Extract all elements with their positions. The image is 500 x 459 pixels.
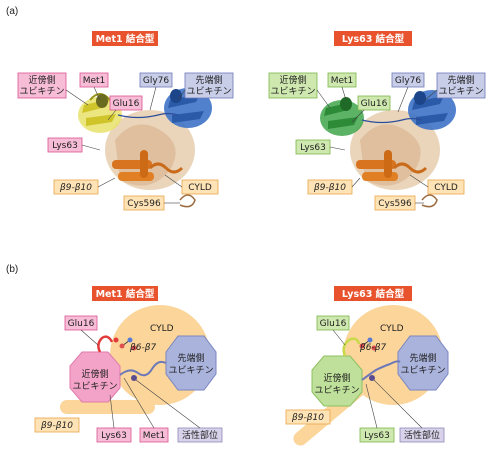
leader-lines — [65, 86, 186, 204]
met1-label: Met1 — [331, 76, 354, 86]
glu16-box — [109, 95, 143, 111]
title-badge — [92, 286, 158, 301]
distal-ub-line1: 先端側 — [409, 352, 436, 364]
distal-ub-box — [184, 72, 234, 99]
lys63-label: Lys63 — [364, 431, 390, 441]
leader-lines — [316, 86, 438, 204]
proximal-ub-line1: 近傍側 — [81, 368, 108, 380]
beta910-box — [34, 417, 80, 433]
lys63-label: Lys63 — [300, 143, 326, 153]
distal-ub-line2: ユビキチン — [438, 86, 483, 97]
proximal-ub-line2: ユビキチン — [270, 86, 315, 97]
linker — [119, 360, 167, 377]
ligand-icon — [119, 337, 137, 351]
proximal-ub-line2: ユビキチン — [314, 385, 359, 396]
title-badge — [334, 286, 412, 301]
leader-lines — [80, 329, 201, 429]
distal-ub-shape — [397, 335, 449, 391]
cyld-label: CYLD — [434, 183, 458, 193]
title-met1-a: Met1 結合型 — [96, 33, 155, 45]
cys596-label: Cys596 — [378, 199, 412, 209]
met1-label: Met1 — [83, 76, 106, 86]
distal-ub-line1: 先端側 — [195, 74, 222, 86]
distal-ub-box — [436, 72, 486, 99]
distal-ub-line1: 先端側 — [177, 352, 204, 364]
active-site-label: 活性部位 — [404, 429, 440, 441]
gly76-label: Gly76 — [395, 76, 422, 86]
glu16-label: Glu16 — [361, 99, 388, 109]
beta910-bar — [60, 400, 155, 414]
proximal-ub-line1: 近傍側 — [28, 74, 55, 86]
panel-b-right: Lys63 結合型 Glu16 CYLD β6-β7 先端側 ユビキチン 近傍側… — [285, 286, 449, 446]
gly76-label: Gly76 — [143, 76, 170, 86]
linker — [361, 360, 401, 381]
title-badge — [92, 31, 158, 46]
beta910-box — [285, 409, 331, 425]
cyld-label: CYLD — [150, 324, 174, 334]
proximal-ub-shape — [311, 355, 363, 407]
proximal-ub-box — [268, 72, 318, 99]
cyld-label: CYLD — [188, 183, 212, 193]
protein-structure-a-right — [320, 90, 456, 208]
panel-label-b: (b) — [6, 264, 18, 275]
beta910-label: β9-β10 — [59, 183, 92, 193]
met1-label: Met1 — [143, 431, 166, 441]
protein-structure-a-left — [78, 88, 212, 208]
panel-b-left: Met1 結合型 Glu16 CYLD β6-β7 先端側 ユビキチン 近傍側 … — [34, 286, 223, 443]
leader-lines — [332, 329, 423, 429]
panel-label-a: (a) — [6, 6, 18, 17]
distal-ub-shape — [165, 335, 217, 391]
lys63-label: Lys63 — [52, 141, 78, 151]
panel-a-left: Met1 結合型 近傍側 ユビキチン Met — [17, 31, 234, 211]
proximal-ub-line1: 近傍側 — [279, 74, 306, 86]
distal-ub-line1: 先端側 — [447, 74, 474, 86]
active-site-dot — [369, 375, 375, 381]
title-lys63-b: Lys63 結合型 — [342, 288, 405, 300]
glu16-sidechain — [97, 335, 114, 353]
cyld-label: CYLD — [380, 324, 404, 334]
title-badge — [334, 31, 412, 46]
beta910-label: β9-β10 — [40, 421, 73, 431]
glu16-label: Glu16 — [320, 319, 347, 329]
cys596-label: Cys596 — [127, 199, 161, 209]
active-site-dot — [131, 375, 137, 381]
proximal-ub-box — [17, 72, 67, 99]
proximal-ub-line2: ユビキチン — [19, 86, 64, 97]
proximal-ub-line1: 近傍側 — [323, 372, 350, 384]
beta910-label: β9-β10 — [291, 413, 324, 423]
distal-ub-line2: ユビキチン — [400, 365, 445, 376]
distal-ub-line2: ユビキチン — [186, 86, 231, 97]
panel-a-right: Lys63 結合型 近傍側 ユビキチン Met1 Gly76 先端 — [268, 31, 486, 211]
glu16-label: Glu16 — [68, 319, 95, 329]
glu16-label: Glu16 — [113, 99, 140, 109]
beta67-label: β6-β7 — [359, 343, 386, 353]
beta910-label: β9-β10 — [313, 183, 346, 193]
proximal-ub-shape — [69, 351, 121, 403]
proximal-ub-line2: ユビキチン — [72, 381, 117, 392]
active-site-label: 活性部位 — [182, 429, 218, 441]
beta67-label: β6-β7 — [129, 343, 156, 353]
title-lys63-a: Lys63 結合型 — [342, 33, 405, 45]
lys63-label: Lys63 — [101, 431, 127, 441]
glu16-box — [357, 95, 391, 111]
title-met1-b: Met1 結合型 — [96, 288, 155, 300]
glu16-sidechain — [342, 337, 361, 357]
distal-ub-line2: ユビキチン — [168, 365, 213, 376]
ligand-icon — [359, 337, 377, 351]
